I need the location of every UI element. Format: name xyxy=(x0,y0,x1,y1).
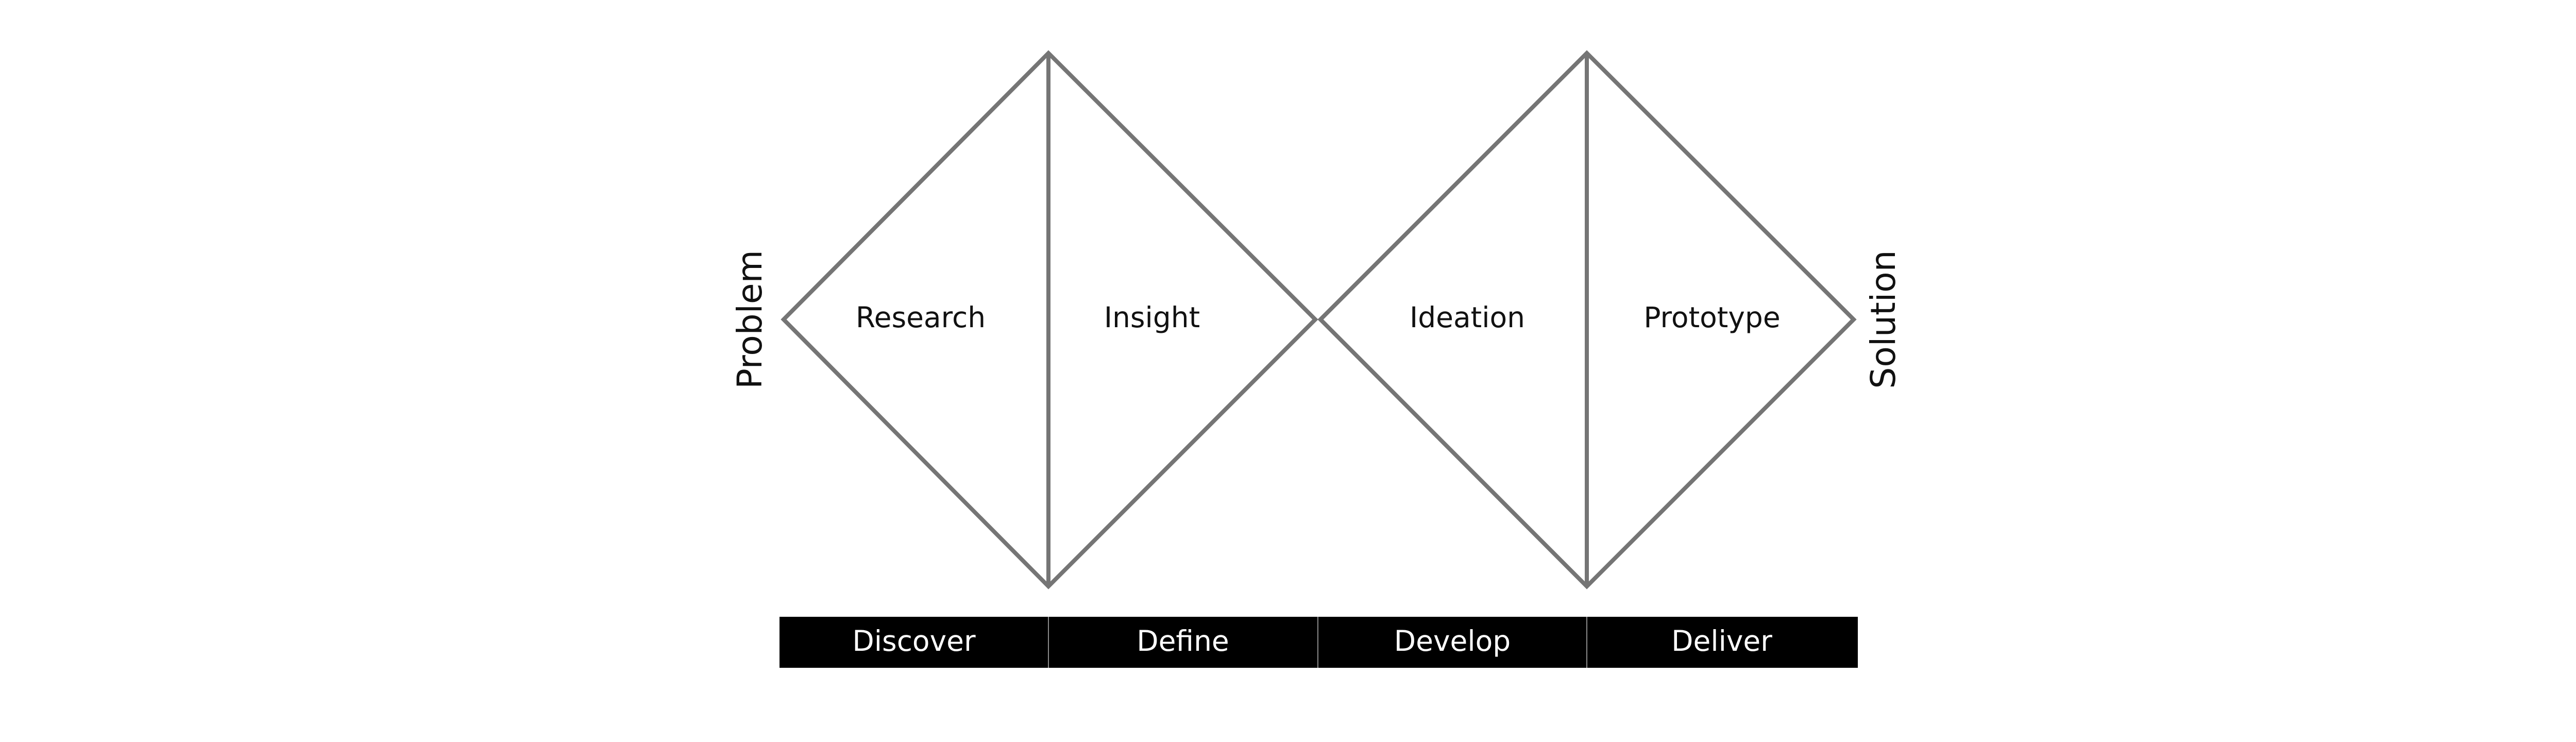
phase-bar: Discover Define Develop Deliver xyxy=(779,617,1858,668)
side-label-problem: Problem xyxy=(730,250,770,389)
phase-label-deliver: Deliver xyxy=(1671,625,1772,657)
stage-label-ideation: Ideation xyxy=(1410,301,1525,334)
stage-label-research: Research xyxy=(856,301,986,334)
stage-label-insight: Insight xyxy=(1104,301,1200,334)
phase-label-develop: Develop xyxy=(1394,625,1511,657)
first-diamond xyxy=(781,50,1318,589)
first-diamond-outline xyxy=(781,50,1318,589)
second-diamond xyxy=(1317,50,1857,589)
stage-label-prototype: Prototype xyxy=(1643,301,1780,334)
phase-label-discover: Discover xyxy=(852,625,976,657)
side-label-solution: Solution xyxy=(1863,250,1903,389)
phase-bar-background xyxy=(779,617,1858,668)
phase-label-define: Define xyxy=(1137,625,1229,657)
second-diamond-outline xyxy=(1317,50,1857,589)
